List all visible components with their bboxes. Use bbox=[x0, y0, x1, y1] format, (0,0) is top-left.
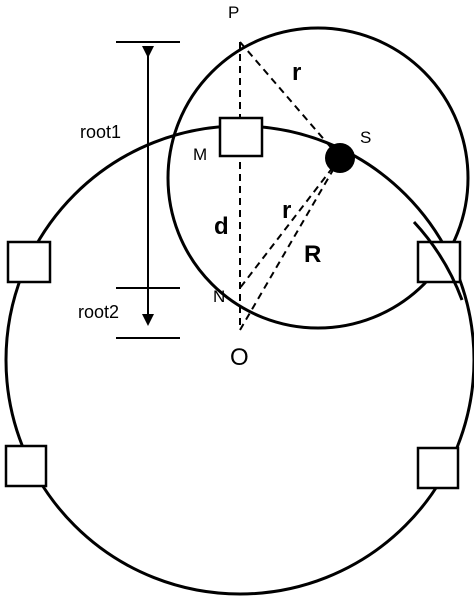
label-p: P bbox=[228, 3, 239, 22]
node-square-left-upper bbox=[6, 240, 52, 284]
label-root2: root2 bbox=[78, 302, 119, 322]
dashed-line-s-n bbox=[239, 157, 341, 289]
label-s: S bbox=[360, 128, 371, 147]
dashed-line-p-s bbox=[239, 41, 341, 159]
label-d: d bbox=[214, 213, 229, 240]
node-square-right-lower bbox=[416, 446, 460, 490]
label-root1: root1 bbox=[80, 122, 121, 142]
label-r-mid: r bbox=[282, 197, 291, 224]
label-r-big: R bbox=[304, 241, 321, 268]
sensor-point-s bbox=[325, 143, 355, 173]
label-r-top: r bbox=[292, 59, 301, 86]
label-n: N bbox=[213, 287, 225, 306]
large-circle-overlay-arc bbox=[412, 220, 464, 301]
label-o: O bbox=[230, 344, 249, 371]
node-square-top bbox=[218, 116, 264, 158]
small-circle bbox=[166, 26, 470, 330]
dashed-line-s-o bbox=[239, 157, 341, 331]
node-square-right-upper bbox=[416, 240, 462, 284]
node-square-left-lower bbox=[4, 444, 48, 488]
label-m: M bbox=[193, 145, 207, 164]
